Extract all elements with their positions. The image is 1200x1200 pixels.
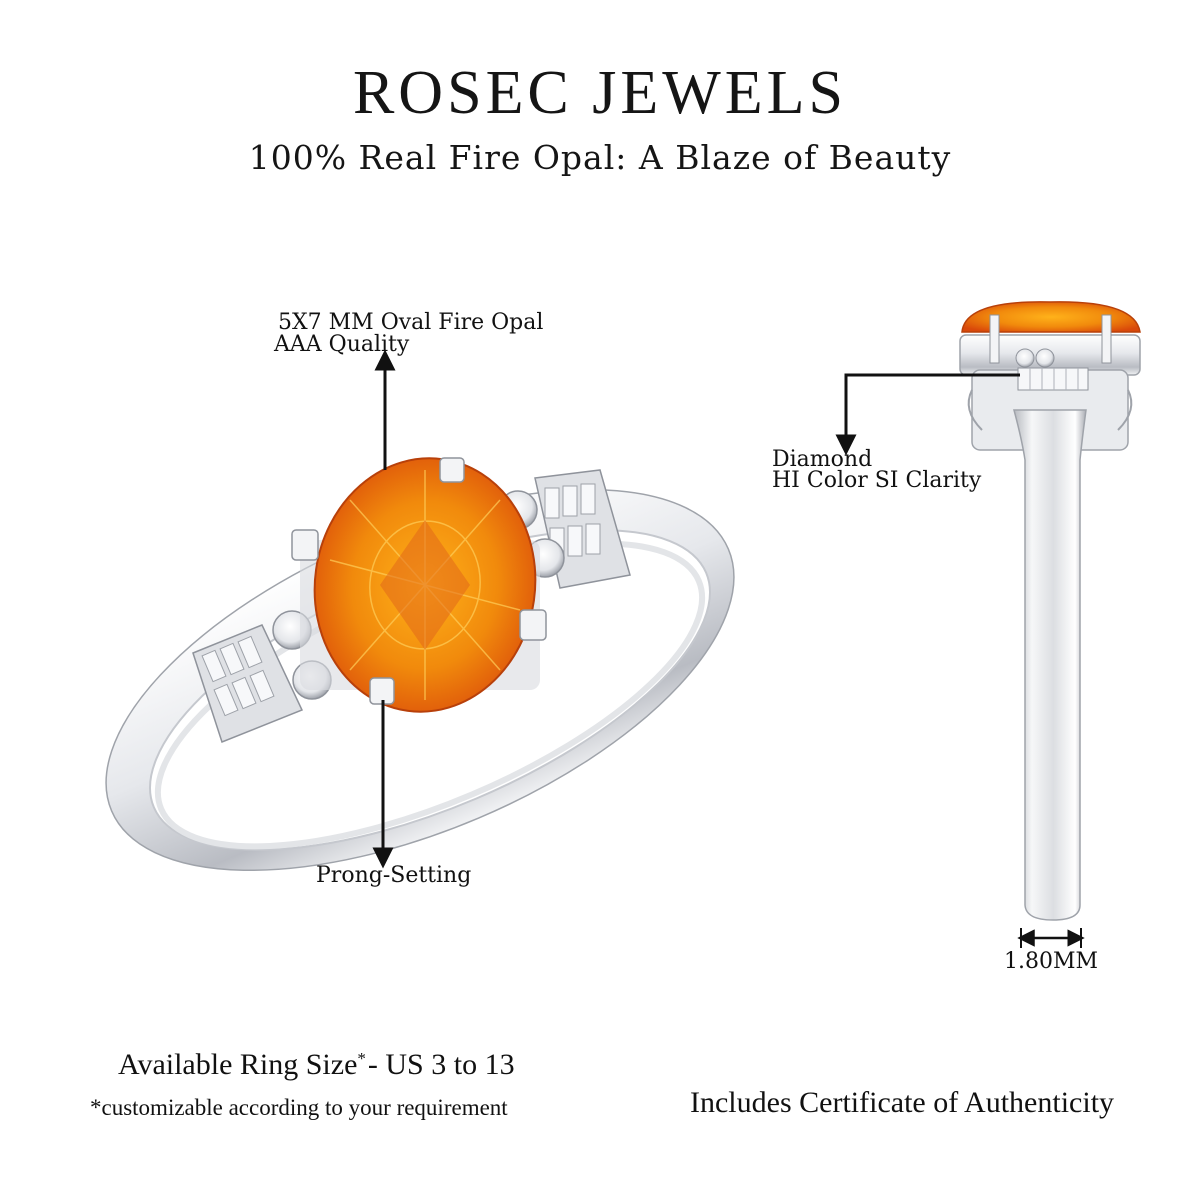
ring-size-asterisk: * (357, 1049, 366, 1068)
ring-size-line: Available Ring Size*- US 3 to 13 (118, 1048, 515, 1082)
diamond-label-line1: Diamond (772, 447, 873, 472)
size-customization-note: *customizable according to your requirem… (90, 1095, 508, 1120)
ring-side-view (959, 301, 1141, 921)
center-stone-label-line2: AAA Quality (274, 332, 410, 357)
diamond-label-line2: HI Color SI Clarity (772, 468, 982, 493)
setting-label: Prong-Setting (316, 863, 472, 888)
ring-size-value: - US 3 to 13 (367, 1048, 515, 1081)
band-width-label: 1.80MM (1004, 949, 1099, 974)
ring-size-prefix: Available Ring Size (118, 1048, 358, 1081)
center-stone-label-line1: 5X7 MM Oval Fire Opal (278, 310, 544, 335)
brand-title: ROSEC JEWELS (352, 59, 848, 127)
arrow-icon (835, 373, 1020, 456)
certificate-text: Includes Certificate of Authenticity (690, 1086, 1115, 1119)
ring-front-view (105, 457, 735, 872)
tagline: 100% Real Fire Opal: A Blaze of Beauty (248, 138, 952, 177)
